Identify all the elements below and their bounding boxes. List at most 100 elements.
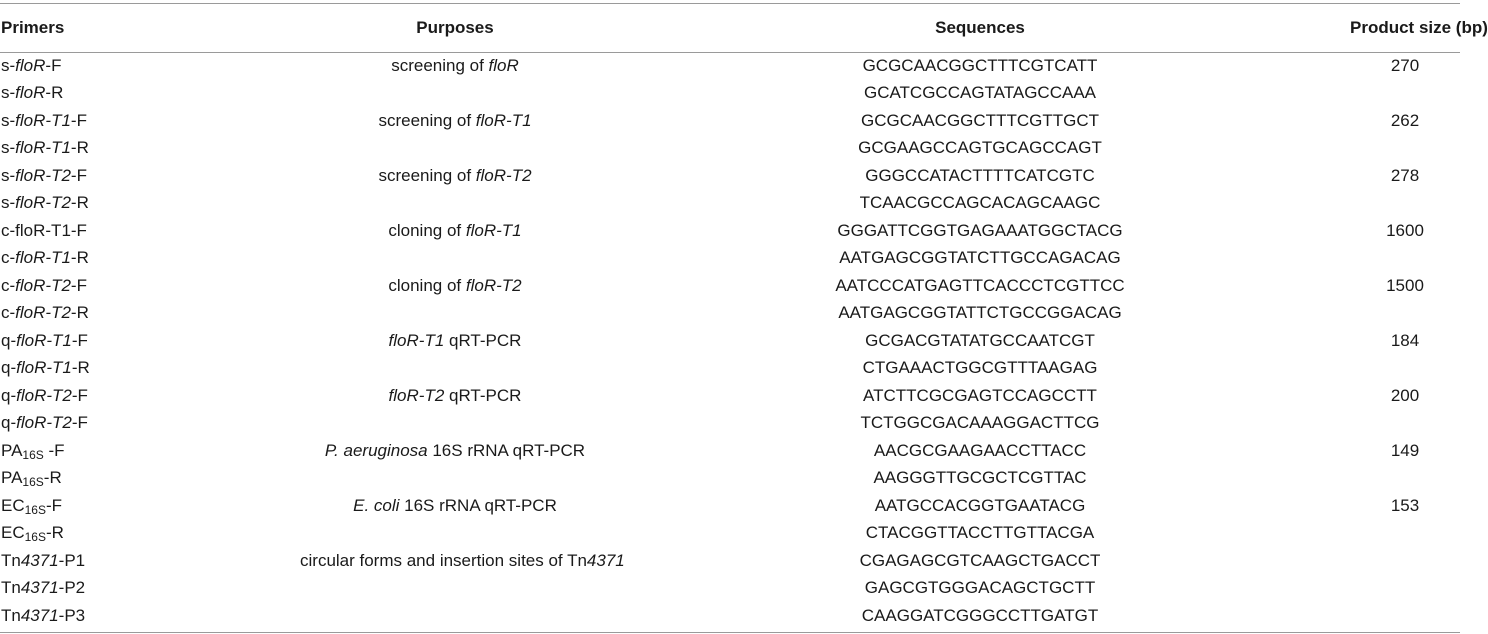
product-size-cell (1350, 190, 1460, 218)
table-top-rule (0, 3, 1460, 4)
sequence-cell: TCTGGCGACAAAGGACTTCG (860, 413, 1100, 433)
header-primers: Primers (1, 18, 65, 37)
primer-cell: s-floR-F (0, 52, 300, 80)
plain-text: -F (71, 413, 88, 433)
primer-cell: s-floR-T2-R (0, 190, 300, 218)
primer-cell: s-floR-T1-F (0, 107, 300, 135)
purpose-cell (300, 245, 610, 273)
plain-text: c- (1, 248, 16, 268)
plain-text: 16S rRNA qRT-PCR (427, 440, 586, 460)
primer-cell: s-floR-T1-R (0, 135, 300, 163)
plain-text: -F (45, 495, 63, 515)
primer-cell: EC16S-R (0, 520, 300, 548)
product-size-cell (1350, 575, 1460, 603)
sequence-cell: AATGCCACGGTGAATACG (874, 495, 1086, 515)
purpose-cell (300, 300, 610, 328)
product-size-cell (1350, 355, 1460, 383)
product-size-value: 1600 (1386, 220, 1424, 240)
plain-text: EC (1, 495, 25, 515)
header-row: Primers Purposes Sequences Product size … (0, 4, 1488, 52)
plain-text: -R (70, 248, 89, 268)
table-header-rule (0, 52, 1460, 53)
plain-text: 16S rRNA qRT-PCR (399, 495, 557, 515)
product-size-value: 184 (1390, 330, 1420, 350)
sequence-cell: AACGCGAAGAACCTTACC (873, 440, 1087, 460)
plain-text: -R (70, 193, 89, 213)
plain-text: -F (71, 330, 88, 350)
plain-text: s- (1, 193, 16, 213)
plain-text: q- (1, 413, 17, 433)
subscript-text: 16S (22, 475, 44, 490)
primer-table: Primers Purposes Sequences Product size … (0, 4, 1488, 630)
header-sequences: Sequences (935, 18, 1025, 37)
italic-text: floR-T1 (16, 330, 72, 350)
plain-text: qRT-PCR (444, 330, 522, 350)
plain-text: -R (70, 303, 89, 323)
product-size-cell (1350, 300, 1460, 328)
subscript-text: 16S (24, 530, 46, 545)
italic-text: floR-T2 (15, 303, 71, 323)
plain-text: -P1 (58, 550, 86, 570)
purpose-cell (300, 410, 610, 438)
product-size-cell: 278 (1350, 162, 1460, 190)
plain-text: s- (1, 55, 16, 75)
primer-cell: q-floR-T2-F (0, 410, 300, 438)
purpose-cell (300, 135, 610, 163)
product-size-cell (1350, 410, 1460, 438)
purpose-cell: screening of floR-T2 (300, 162, 610, 190)
italic-text: P. aeruginosa (324, 440, 428, 460)
plain-text: Tn (1, 605, 21, 625)
italic-text: floR-T2 (15, 193, 71, 213)
plain-text: c- (1, 275, 16, 295)
purpose-cell: E. coli 16S rRNA qRT-PCR (300, 492, 610, 520)
plain-text: cloning of (388, 220, 466, 240)
purpose-cell (300, 80, 610, 108)
purpose-cell: screening of floR-T1 (300, 107, 610, 135)
plain-text: s- (1, 83, 16, 103)
plain-text: -R (45, 83, 64, 103)
plain-text: c- (1, 303, 16, 323)
table-bottom-rule (0, 632, 1460, 633)
primer-cell: c-floR-T2-R (0, 300, 300, 328)
italic-text: floR-T1 (388, 330, 445, 350)
sequence-cell: ATCTTCGCGAGTCCAGCCTT (863, 385, 1097, 405)
italic-text: 4371 (20, 578, 59, 598)
table-row: EC16S-F E. coli 16S rRNA qRT-PCR AATGCCACG… (0, 492, 1460, 520)
header-product-size: Product size (bp) (1350, 18, 1488, 37)
italic-text: floR-T2 (15, 165, 71, 185)
product-size-cell (1350, 245, 1460, 273)
purpose-cell: circular forms and insertion sites of Tn… (300, 547, 625, 575)
sequence-cell: CGAGAGCGTCAAGCTGACCT (859, 550, 1101, 570)
plain-text: screening of (378, 165, 476, 185)
purpose-cell: P. aeruginosa 16S rRNA qRT-PCR (300, 437, 610, 465)
subscript-text: 16S (24, 502, 46, 517)
italic-text: 4371 (20, 605, 59, 625)
product-size-cell: 1600 (1350, 217, 1460, 245)
product-size-cell (1350, 520, 1460, 548)
table-row: q-floR-T1-R CTGAAACTGGCGTTTAAGAG (0, 355, 1460, 383)
product-size-cell: 184 (1350, 327, 1460, 355)
sequence-cell: AAGGGTTGCGCTCGTTAC (873, 468, 1087, 488)
primer-cell: Tn4371-P1 (0, 547, 300, 575)
plain-text: -F (71, 385, 88, 405)
sequence-cell: CTGAAACTGGCGTTTAAGAG (862, 358, 1098, 378)
table-header: Primers Purposes Sequences Product size … (0, 4, 1488, 52)
product-size-value: 149 (1390, 440, 1420, 460)
plain-text: Tn (1, 578, 21, 598)
plain-text: c-floR-T1-F (1, 220, 87, 240)
purpose-cell (300, 355, 610, 383)
primer-cell: q-floR-T1-R (0, 355, 300, 383)
plain-text: screening of (391, 55, 489, 75)
sequence-cell: GGGATTCGGTGAGAAATGGCTACG (837, 220, 1123, 240)
product-size-cell: 153 (1350, 492, 1460, 520)
